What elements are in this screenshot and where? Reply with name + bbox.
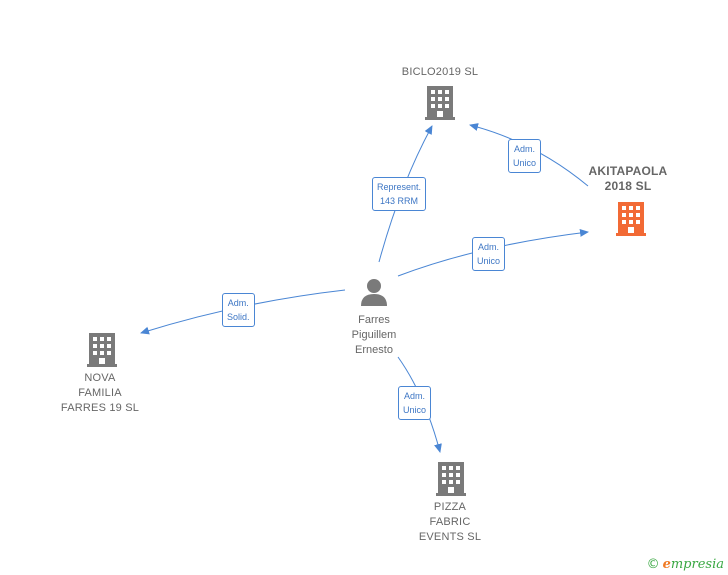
- edge-label-person-pizza: Adm. Unico: [398, 386, 432, 420]
- node-label-nova[interactable]: NOVA FAMILIA FARRES 19 SL: [60, 372, 140, 414]
- edge-label-akita-biclo: Adm. Unico: [508, 139, 542, 173]
- building-icon: [436, 462, 466, 496]
- building-icon: [87, 333, 117, 367]
- node-label-pizza[interactable]: PIZZA FABRIC EVENTS SL: [418, 501, 482, 543]
- edge-label-person-akita: Adm. Unico: [472, 237, 506, 271]
- building-icon: [425, 86, 455, 120]
- person-icon: [361, 279, 387, 306]
- copyright-symbol: ©: [646, 557, 660, 572]
- node-label-person[interactable]: Farres Piguillem Ernesto: [351, 314, 397, 356]
- edge-label-person-nova: Adm. Solid.: [222, 293, 255, 327]
- brand-name: mpresia: [670, 557, 724, 572]
- empresia-logo[interactable]: ©empresia: [647, 557, 724, 572]
- node-label-akitapaola[interactable]: AKITAPAOLA 2018 SL: [588, 164, 668, 193]
- node-label-biclo[interactable]: BICLO2019 SL: [401, 66, 479, 78]
- brand-initial: e: [662, 557, 671, 572]
- building-icon: [616, 202, 646, 236]
- edge-label-person-biclo: Represent. 143 RRM: [372, 177, 427, 211]
